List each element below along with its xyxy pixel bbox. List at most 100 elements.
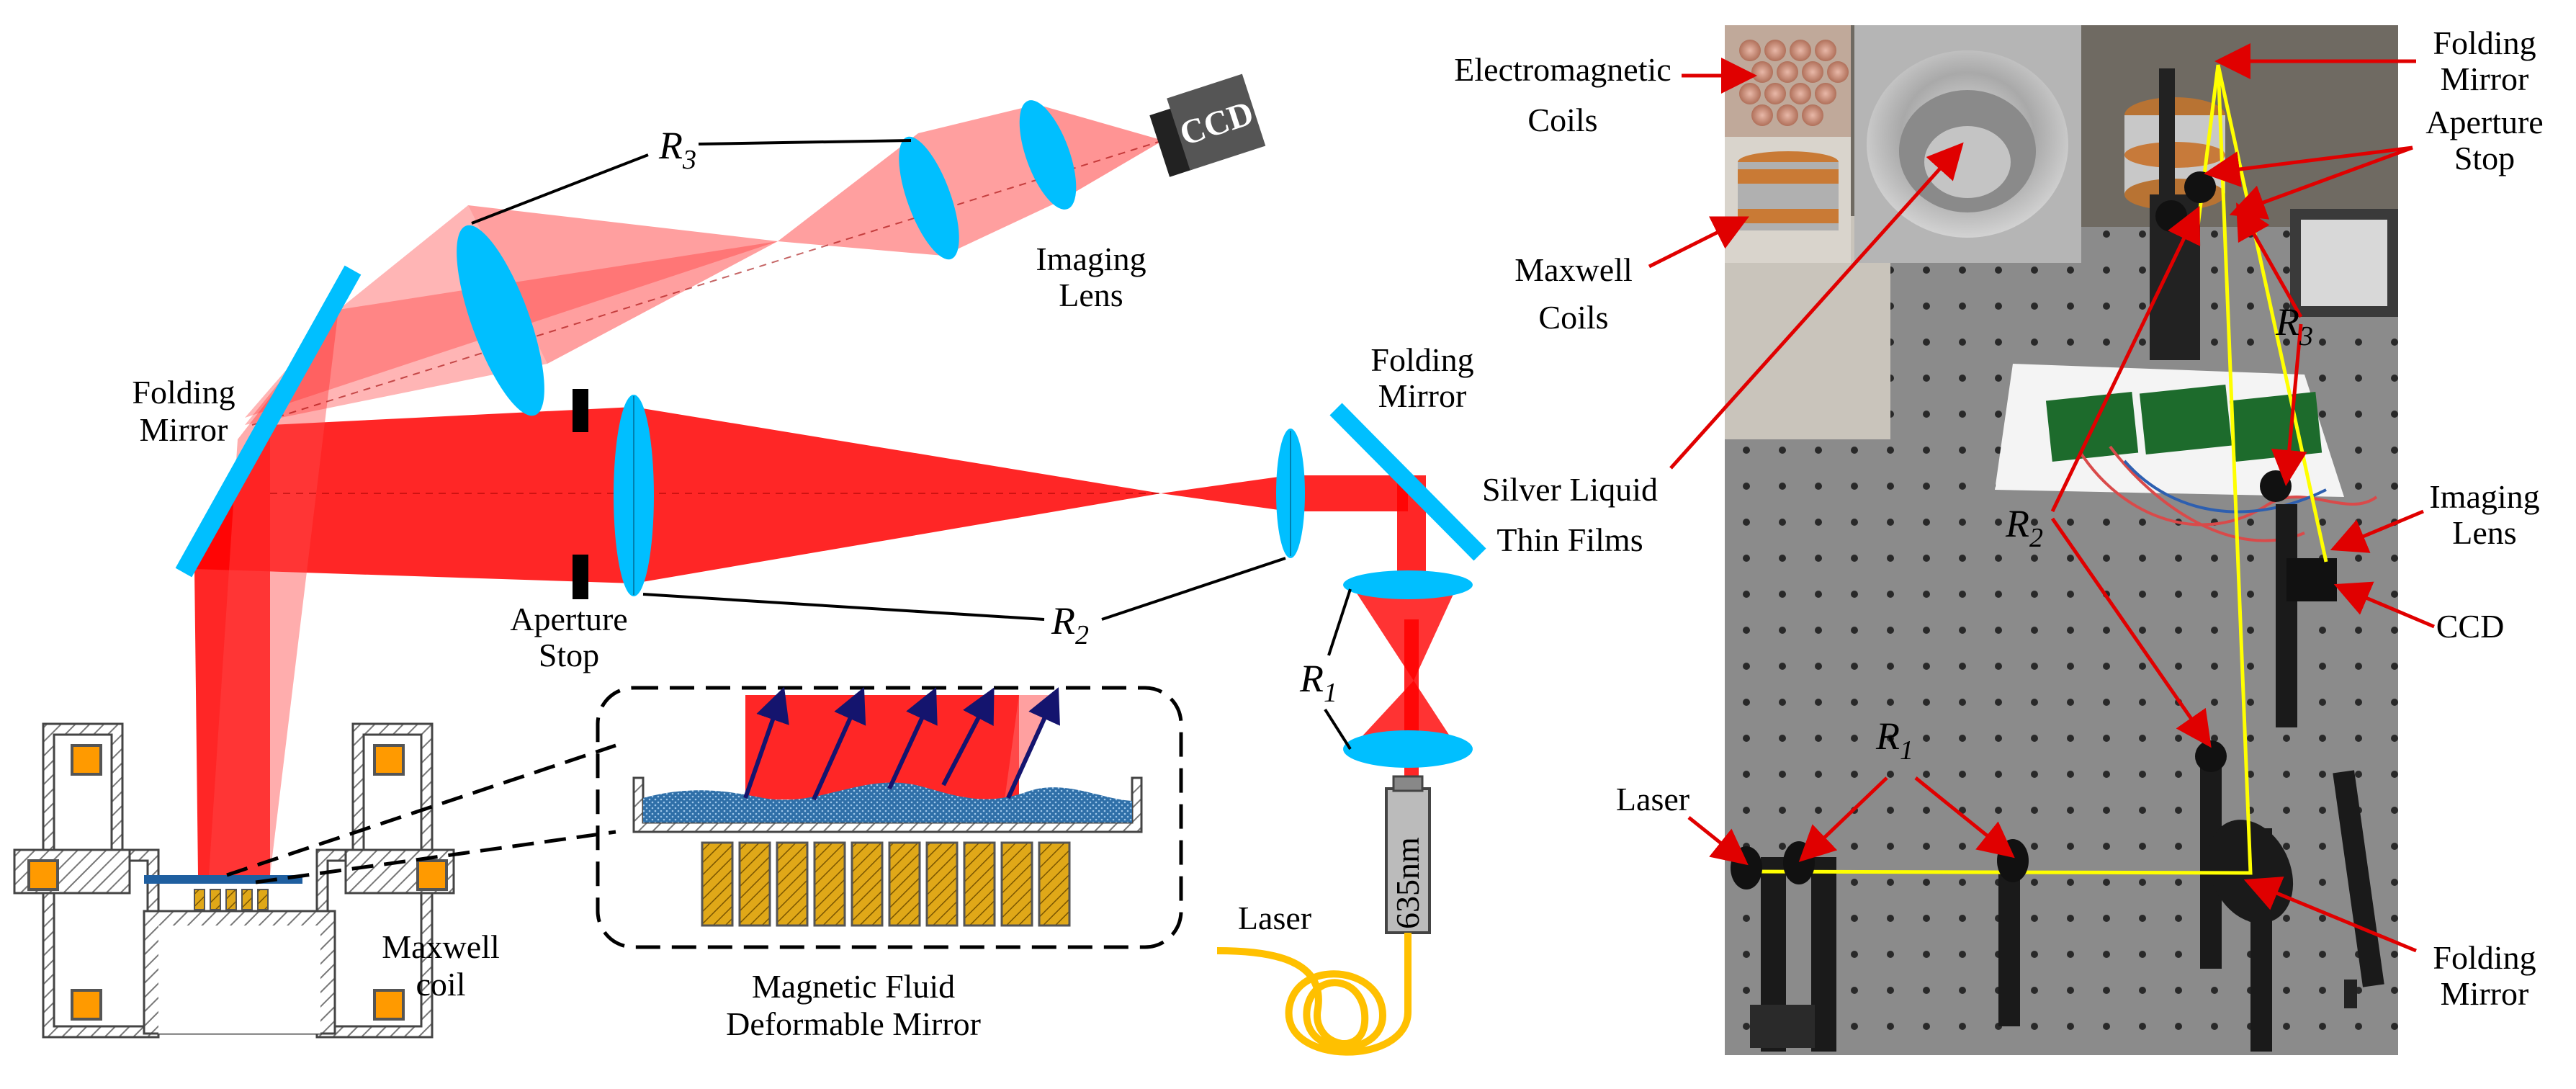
ccd-camera: CCD [1149, 73, 1266, 177]
label-r3: R3 [2275, 300, 2313, 351]
label-folding-mirror-bottom-2: Mirror [2441, 975, 2529, 1012]
beam-right-horizontal [1289, 475, 1408, 511]
beam-r2-focus-right [1161, 475, 1289, 511]
mfdm-arrow-1 [743, 686, 789, 799]
label-aperture-stop-1: Aperture [2425, 104, 2543, 140]
label-electromagnetic-1: Electromagnetic [1454, 51, 1671, 88]
r1-leader-bottom [1324, 708, 1352, 750]
lab-equipment-screen [2301, 220, 2387, 306]
label-folding-mirror-top-2: Mirror [2441, 60, 2529, 97]
label-silver-liquid-1: Silver Liquid [1482, 471, 1658, 508]
mfdm-inset [596, 686, 1183, 949]
folding-mirror-left-label-2: Mirror [140, 411, 228, 448]
arrow-r3-2 [2271, 323, 2307, 486]
beam-r3-cone-2 [468, 205, 778, 364]
arrow-laser [1687, 816, 1749, 866]
label-laser: Laser [1616, 781, 1689, 817]
photo-labels: Electromagnetic Coils Maxwell Coils Silv… [1454, 24, 2543, 1012]
housing-left-wall [42, 722, 160, 1039]
r2-label: R2 [1051, 599, 1089, 650]
arrow-imaging-lens [2330, 509, 2424, 553]
arrow-aperture-stop-1 [2204, 145, 2413, 187]
arrow-r2-2 [2050, 517, 2212, 748]
label-silver-liquid-2: Thin Films [1496, 521, 1643, 558]
arrow-r3 [2236, 202, 2303, 318]
arrow-maxwell [1648, 216, 1749, 269]
mfdm-arrow-5 [1006, 687, 1060, 799]
photo-inset-coils [1725, 25, 2081, 263]
coil-5 [71, 989, 102, 1021]
mfdm-arrow-4 [941, 687, 995, 786]
coil-1 [71, 744, 102, 776]
mfdm-fluid-surface [643, 782, 1132, 823]
folding-mirror-left-label-1: Folding [132, 374, 235, 411]
laser-wavelength: 635nm [1389, 837, 1426, 929]
r3-leader-right [698, 139, 912, 145]
label-r2: R2 [2005, 502, 2043, 553]
label-folding-mirror-top-1: Folding [2433, 24, 2536, 61]
label-ccd: CCD [2436, 608, 2505, 645]
r2-leader-right [1101, 557, 1286, 621]
photo-misc-box [1750, 1005, 1815, 1048]
zoom-line-lower [255, 830, 616, 884]
folding-mirror-right-label-2: Mirror [1378, 377, 1467, 414]
photo-lens-mount-7 [2184, 171, 2216, 203]
mini-actuators [194, 889, 269, 910]
post-6 [1811, 857, 1836, 1052]
label-r1: R1 [1875, 714, 1913, 766]
coil-2 [373, 744, 405, 776]
r3-lens-large [457, 225, 544, 416]
experimental-photo: Electromagnetic Coils Maxwell Coils Silv… [1454, 24, 2544, 1055]
arrow-r1-1 [1798, 776, 1888, 862]
photo-lens-mount-6 [2155, 200, 2187, 232]
arrow-folding-mirror-bottom [2243, 877, 2417, 953]
label-aperture-stop-2: Stop [2454, 140, 2515, 176]
laser-label: Laser [1238, 900, 1311, 936]
maxwell-coil-label-2: coil [416, 966, 466, 1003]
label-electromagnetic-2: Coils [1527, 102, 1597, 138]
aperture-stop-label-2: Stop [539, 637, 599, 673]
coil-6 [373, 989, 405, 1021]
r3-lens-small [1019, 100, 1077, 210]
photo-lens-mount-4 [2195, 740, 2227, 772]
photo-ccd-camera [2286, 558, 2337, 601]
beam-r2-cone [634, 407, 1161, 583]
photo-yellow-beam [1731, 64, 2328, 875]
optical-schematic: Folding Mirror Folding Mirror Aperture S… [13, 73, 1486, 1056]
r3-lens-mid [899, 136, 959, 260]
r1-lens-top [1343, 570, 1473, 599]
arrow-ccd [2333, 581, 2435, 629]
post-2 [2276, 504, 2297, 727]
arrow-aperture-stop-2 [2229, 145, 2413, 220]
folding-mirror-left [175, 265, 362, 578]
imaging-lens-label-1: Imaging [1036, 241, 1146, 277]
mini-fluid-mirror [144, 875, 302, 884]
beam-collimated-left [194, 407, 634, 583]
label-maxwell-coils-1: Maxwell [1514, 251, 1633, 288]
post-1 [2159, 68, 2175, 212]
mfdm-label-1: Magnetic Fluid [752, 968, 955, 1005]
folding-mirror-right-label-1: Folding [1370, 341, 1473, 378]
arrow-r2 [2050, 205, 2201, 513]
coil-3 [27, 859, 59, 891]
photo-misc-small [2344, 980, 2357, 1008]
inset-cup-center [1924, 126, 2011, 198]
imaging-lens-label-2: Lens [1059, 277, 1123, 313]
coil-4 [416, 859, 448, 891]
r2-leader [642, 593, 1045, 621]
aperture-stop-bottom [573, 555, 588, 599]
arrow-silver-liquid [1669, 142, 1964, 470]
mfdm-actuators [701, 841, 1071, 927]
mfdm-label-2: Deformable Mirror [726, 1005, 981, 1042]
r3-label: R3 [658, 124, 696, 175]
housing-inner-hollow [158, 926, 320, 1034]
mfdm-container [632, 776, 1143, 833]
mfdm-arrow-3 [887, 687, 938, 790]
mfdm-arrow-2 [812, 687, 866, 801]
beam-r1-upper [1350, 583, 1458, 681]
r1-label: R1 [1299, 657, 1337, 708]
inset-maxwell-band-2 [1738, 209, 1839, 223]
inset-maxwell-band-1 [1738, 169, 1839, 184]
